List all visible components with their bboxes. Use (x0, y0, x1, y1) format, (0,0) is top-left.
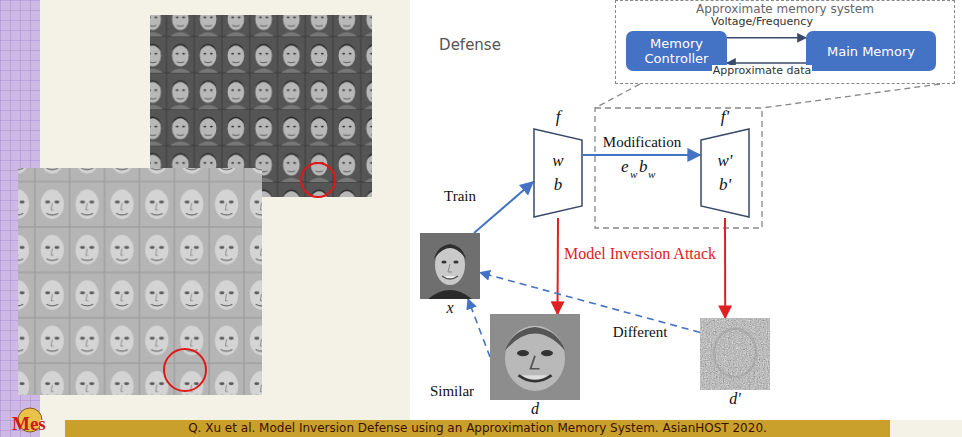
edge-label: Similar (429, 383, 475, 400)
connector (727, 37, 806, 38)
face-image (490, 314, 580, 400)
param-label: b (554, 173, 563, 197)
logo-text: Mes (12, 414, 46, 435)
model-name: f (533, 107, 583, 127)
memory-box: Main Memory (806, 31, 936, 71)
model-params: w'b' (700, 128, 750, 218)
formula-subscript: w (630, 168, 637, 180)
param-label: w' (718, 149, 733, 173)
connector (474, 182, 533, 233)
connector (727, 62, 806, 63)
caption: Q. Xu et al. Model Inversion Defense usi… (65, 420, 890, 437)
edge-label: Different (612, 324, 669, 341)
image-node: x (420, 233, 480, 299)
image-label: x (420, 300, 480, 316)
attack-label: Model Inversion Attack (562, 245, 718, 263)
param-label: w (552, 149, 563, 173)
formula-symbol: e (621, 158, 629, 177)
edge-label: Approximate data (712, 65, 813, 77)
edge-label: Voltage/Frequency (710, 16, 814, 28)
param-label: b' (719, 173, 731, 197)
image-node: d (490, 314, 580, 400)
connector (468, 299, 490, 357)
model-trapezoid (700, 128, 750, 218)
formula-subscript: w (648, 168, 655, 180)
box-label: Memory Controller (626, 36, 727, 66)
noise-image (700, 318, 770, 390)
model-name: f' (700, 107, 750, 127)
group-heading: Approximate memory system (616, 2, 954, 16)
image-label: d (490, 401, 580, 417)
side-label: Defense (439, 37, 501, 54)
model-node: fwb (533, 128, 583, 218)
image-node: d' (700, 318, 770, 390)
edge-label: Modification (602, 134, 682, 151)
face-image (420, 233, 480, 299)
connector (557, 218, 560, 314)
model-node: f'w'b' (700, 128, 750, 218)
model-params: wb (533, 128, 583, 218)
image-label: d' (700, 391, 770, 407)
box-label: Main Memory (823, 44, 919, 59)
connector (583, 154, 700, 156)
connector (724, 218, 726, 318)
model-trapezoid (533, 128, 583, 218)
formula-symbol: b (639, 158, 648, 177)
edge-label: Train (443, 188, 477, 205)
